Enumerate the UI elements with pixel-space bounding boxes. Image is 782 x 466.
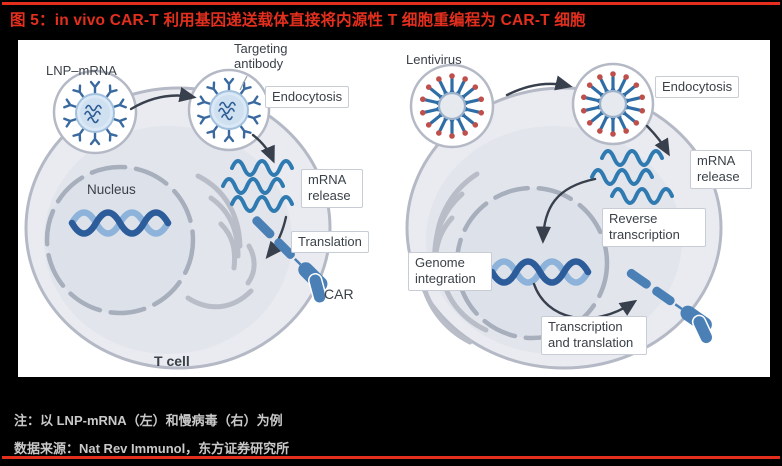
translation-box-left: Translation — [291, 231, 369, 254]
figure-title: 图 5：in vivo CAR-T 利用基因递送载体直接将内源性 T 细胞重编程… — [10, 12, 586, 29]
arrow-reverse-transcription — [535, 177, 597, 244]
arrow-uptake-right — [505, 75, 573, 97]
mrna-release-box-left: mRNA release — [301, 169, 363, 208]
nucleus-label: Nucleus — [87, 182, 136, 197]
endocytosis-box-left: Endocytosis — [265, 86, 350, 109]
bottom-accent-rule — [2, 456, 780, 459]
right-panel-tcell — [405, 62, 725, 370]
genome-integration-box: Genome integration — [408, 252, 492, 291]
left-panel-tcell — [24, 68, 340, 370]
source-line: 数据来源：Nat Rev Immunol，东方证券研究所 — [14, 441, 290, 456]
tcell-label: T cell — [154, 353, 190, 369]
transcription-translation-box: Transcription and translation — [541, 316, 647, 355]
targeting-antibody-label: Targeting antibody — [234, 41, 288, 71]
note-line: 注：以 LNP-mRNA（左）和慢病毒（右）为例 — [14, 413, 283, 428]
car-label-left: CAR — [324, 286, 354, 302]
reverse-transcription-box: Reverse transcription — [602, 208, 706, 247]
arrow-endocytosis-right — [645, 124, 670, 157]
cart-diagram-svg — [24, 62, 725, 370]
arrow-uptake-left — [129, 86, 197, 111]
figure-panel: LNP–mRNA Targeting antibody Endocytosis … — [18, 40, 770, 377]
arrow-endocytosis-left — [251, 133, 275, 164]
endocytosis-box-right: Endocytosis — [655, 76, 740, 99]
mrna-release-box-right: mRNA release — [690, 150, 752, 189]
lentivirus-label: Lentivirus — [406, 52, 462, 67]
top-accent-rule — [2, 2, 780, 5]
footnotes: 注：以 LNP-mRNA（左）和慢病毒（右）为例 数据来源：Nat Rev Im… — [14, 410, 289, 466]
nucleus-left — [44, 164, 196, 316]
endoplasmic-reticulum-left — [185, 173, 257, 310]
lnp-mrna-label: LNP–mRNA — [46, 63, 117, 78]
targeting-antibody-pointer — [239, 75, 248, 91]
mrna-strands-left — [221, 159, 294, 213]
